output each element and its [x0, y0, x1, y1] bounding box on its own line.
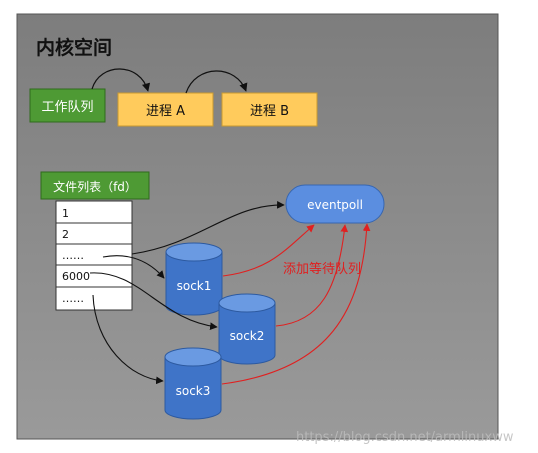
arrow-fd-to-sock3: [92, 294, 164, 385]
sock2-label: sock2: [230, 329, 265, 343]
arrow-fd-to-eventpoll: [131, 201, 285, 255]
arrow-fd-to-sock1: [102, 255, 165, 279]
file-list-row: ……: [62, 292, 84, 305]
eventpoll-label: eventpoll: [307, 198, 363, 212]
process-b-label: 进程 B: [250, 104, 289, 119]
file-list-row: 2: [62, 228, 69, 241]
process-a-label: 进程 A: [146, 104, 185, 119]
work-queue-box: 工作队列: [29, 88, 106, 123]
red-arrow-sock1-to-eventpoll: [222, 224, 315, 277]
file-list-row: 6000: [62, 270, 90, 283]
arrow-process-a-to-b: [185, 70, 248, 94]
sock3-label: sock3: [176, 384, 211, 398]
sock3-cylinder: sock3: [164, 347, 222, 420]
arrow-queue-to-process-a: [91, 68, 151, 92]
file-list-row: 1: [62, 207, 69, 220]
kernel-space-title: 内核空间: [36, 36, 112, 59]
file-list-header-label: 文件列表（fd）: [53, 179, 137, 194]
file-list-row: ……: [62, 249, 84, 262]
work-queue-label: 工作队列: [41, 100, 93, 115]
red-arrow-sock3-to-eventpoll: [221, 223, 371, 385]
red-arrow-sock2-to-eventpoll: [275, 224, 349, 327]
watermark: https://blog.csdn.net/armlinuxww: [296, 430, 514, 445]
sock1-cylinder: sock1: [165, 242, 223, 316]
eventpoll-node: eventpoll: [285, 184, 385, 224]
arrow-fd-to-sock2: [89, 272, 218, 330]
process-a-box: 进程 A: [117, 92, 214, 127]
sock2-cylinder: sock2: [218, 293, 276, 365]
process-b-box: 进程 B: [221, 92, 318, 127]
sock1-label: sock1: [177, 279, 212, 293]
file-list-header: 文件列表（fd）: [40, 171, 150, 200]
add-wait-queue-annotation: 添加等待队列: [283, 261, 361, 277]
